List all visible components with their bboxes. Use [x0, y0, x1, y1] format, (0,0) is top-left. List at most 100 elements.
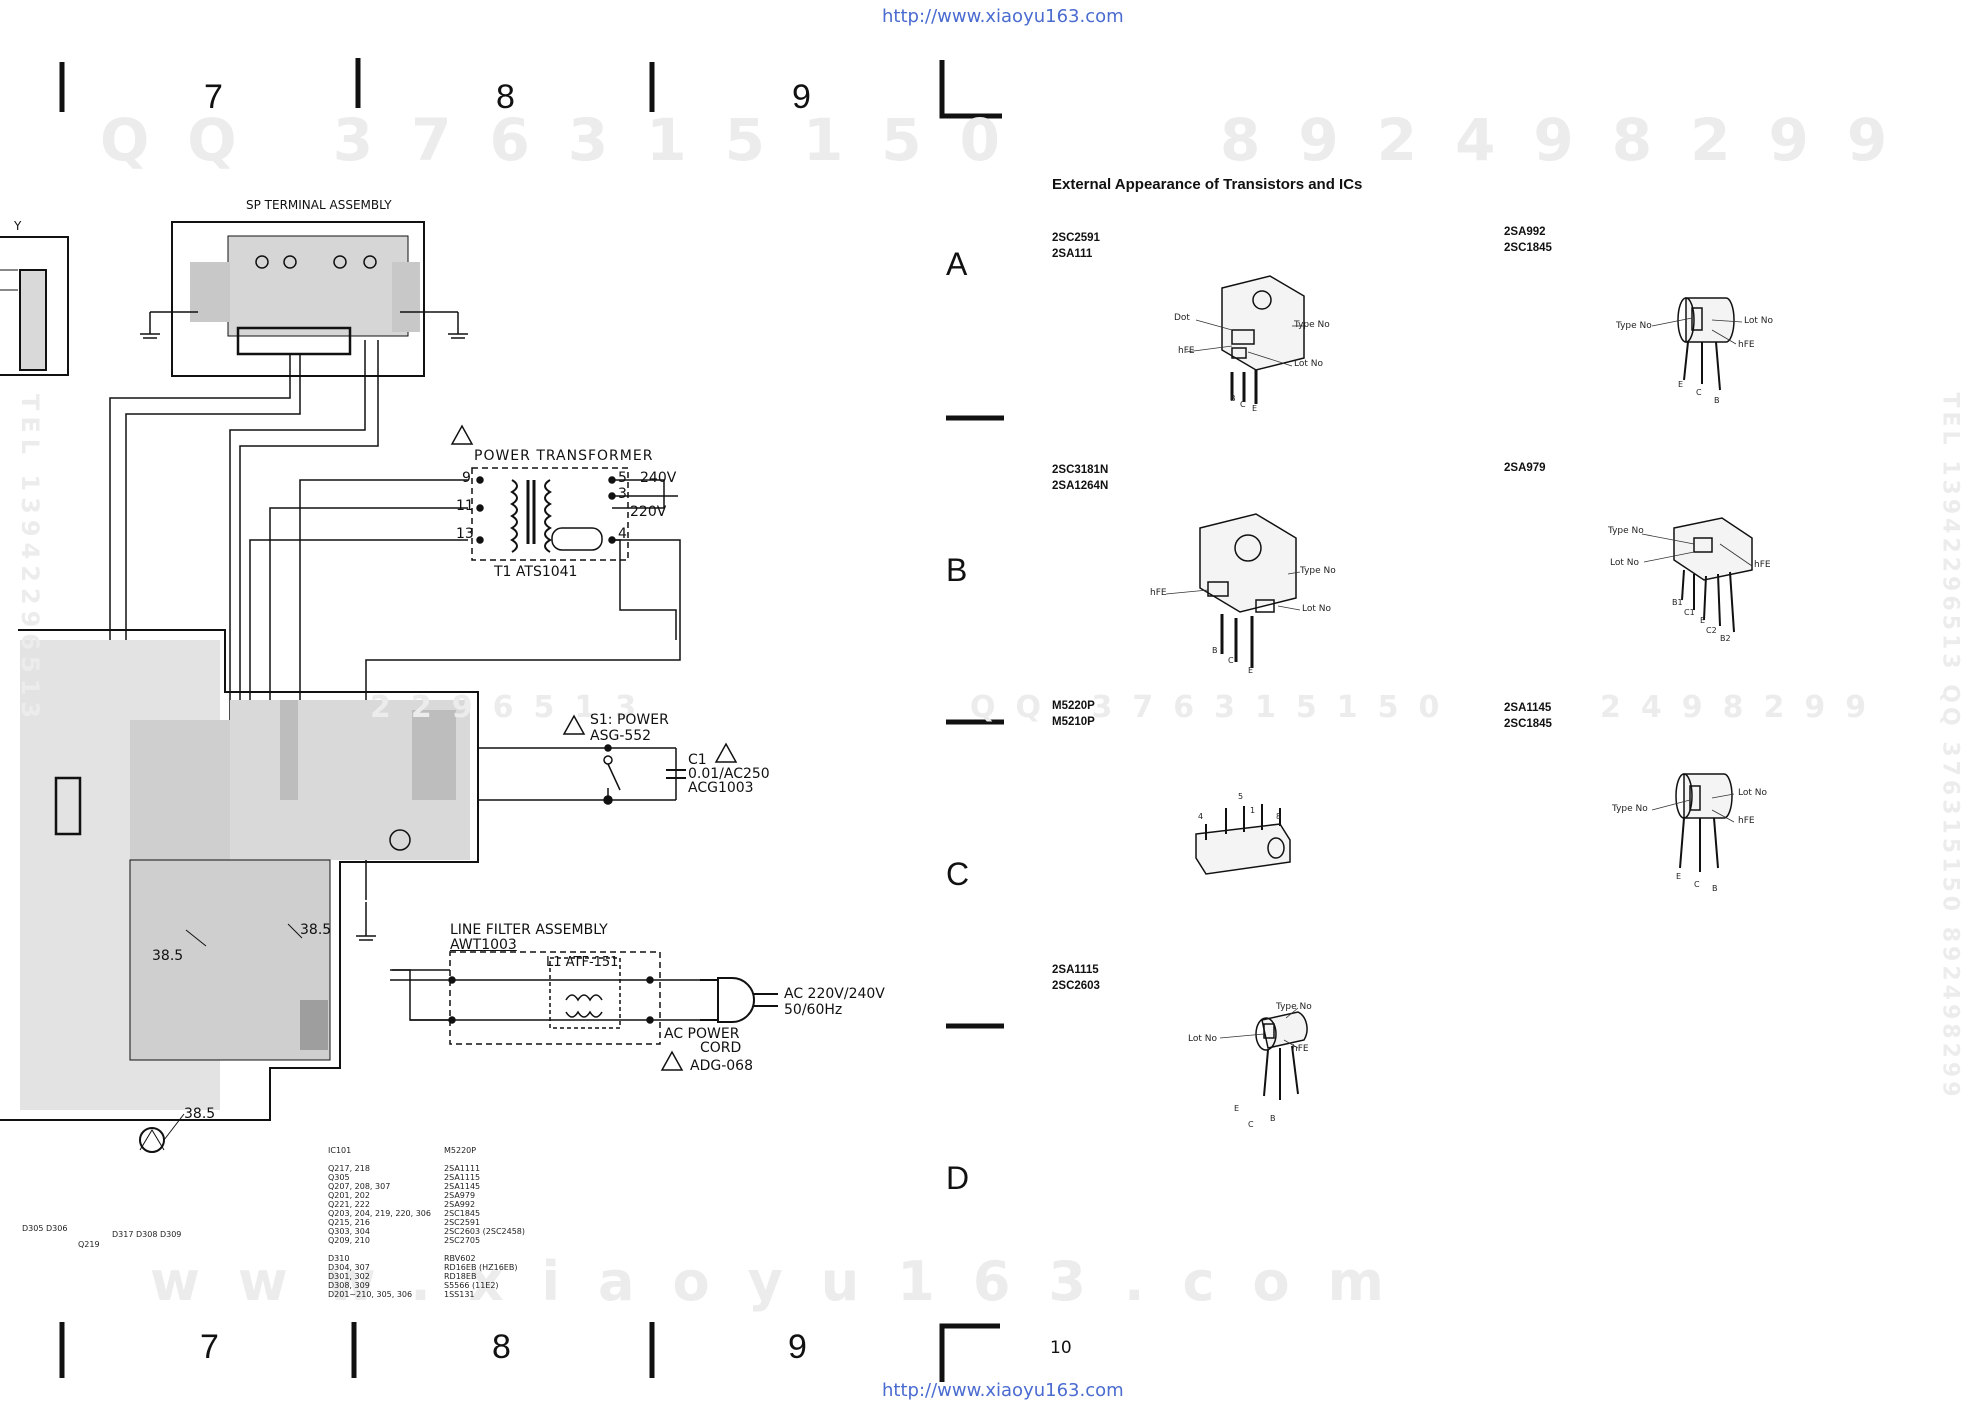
watermark-site: www.xiaoyu163.com: [150, 1250, 1422, 1313]
pin-c: C: [1696, 388, 1702, 397]
pin-4: 4: [1198, 812, 1204, 821]
to3p-package: [1199, 513, 1297, 668]
power-cord-line2: CORD: [700, 1040, 742, 1056]
pin-1: 1: [1250, 806, 1256, 815]
pin-e: E: [1678, 380, 1684, 389]
line-filter: [390, 951, 778, 1071]
line-filter-part: AWT1003: [450, 937, 517, 953]
label-lot-no: Lot No: [1188, 1034, 1217, 1044]
voltage-point-1: 38.5: [300, 922, 332, 938]
transformer-title: POWER TRANSFORMER: [474, 448, 654, 464]
pin-5: 5: [1238, 792, 1244, 801]
part-group-1: 2SC2591 2SA111: [1052, 230, 1100, 262]
to92-package-1: [1677, 297, 1735, 391]
cap-value: 0.01/AC250: [688, 766, 770, 782]
column-number-9: 9: [792, 78, 811, 116]
part-2sc3181n: 2SC3181N: [1052, 464, 1109, 476]
page-number: 10: [1050, 1338, 1072, 1358]
label-lot-no: Lot No: [1302, 604, 1331, 614]
to220-package: [1221, 275, 1305, 404]
part-group-4: 2SA979: [1504, 460, 1546, 476]
part-2sa1264n: 2SA1264N: [1052, 480, 1109, 492]
frame-markers: [59, 58, 1004, 1382]
pin-e: E: [1234, 1104, 1240, 1113]
part-2sa1145: 2SA1145: [1504, 702, 1552, 714]
pin-11: 11: [456, 498, 474, 514]
column-number-8: 8: [496, 78, 515, 116]
pin-b: B: [1714, 396, 1720, 405]
pin-3: 3: [618, 486, 627, 502]
pin-8: 8: [1276, 812, 1282, 821]
pin-c: C: [1694, 880, 1700, 889]
parts-legend-right: M5220P 2SA1111 2SA1115 2SA1145 2SA979 2S…: [444, 1146, 526, 1299]
pin-b: B: [1712, 884, 1718, 893]
sp-terminal-board: [140, 221, 468, 377]
label-type-no: Type No: [1294, 320, 1330, 330]
cap-label: C1: [688, 752, 707, 768]
column-number-7: 7: [204, 78, 223, 116]
ac-input-frequency: 50/60Hz: [784, 1002, 843, 1018]
pin-b1: B1: [1672, 598, 1683, 607]
label-type-no: Type No: [1612, 804, 1648, 814]
label-hfe: hFE: [1738, 340, 1755, 350]
label-hfe: hFE: [1178, 346, 1195, 356]
part-2sa1115: 2SA1115: [1052, 964, 1099, 976]
pin-5: 5: [618, 470, 627, 486]
transformer-part: T1 ATS1041: [494, 564, 578, 580]
pin-c1: C1: [1684, 608, 1695, 617]
part-2sa992: 2SA992: [1504, 226, 1546, 238]
cap-part: ACG1003: [688, 780, 754, 796]
bottom-ref-d317: D317 D308 D309: [112, 1230, 182, 1239]
part-2sc1845-b: 2SC1845: [1504, 718, 1552, 730]
label-lot-no: Lot No: [1738, 788, 1767, 798]
main-amp-board: [0, 629, 479, 1153]
sip-ic-package: [1195, 804, 1291, 875]
pin-c: C: [1240, 400, 1246, 409]
label-lot-no: Lot No: [1610, 558, 1639, 568]
source-url-top[interactable]: http://www.xiaoyu163.com: [882, 6, 1124, 27]
pin-e: E: [1252, 404, 1258, 413]
label-hfe: hFE: [1292, 1044, 1309, 1054]
row-letter-b: B: [946, 552, 968, 588]
pin-e: E: [1676, 872, 1682, 881]
watermark-phone: 892498299: [1220, 106, 1926, 174]
filter-inductor: L1 ATF-151: [546, 955, 619, 970]
bottom-ref-d305: D305 D306: [22, 1224, 68, 1233]
power-switch: [478, 714, 738, 805]
pin-13: 13: [456, 526, 474, 542]
row-letter-d: D: [946, 1160, 970, 1196]
column-number-7-bottom: 7: [200, 1328, 219, 1366]
label-hfe: hFE: [1738, 816, 1755, 826]
switch-label: S1: POWER: [590, 712, 669, 728]
watermark-tel-right: TEL 13942296513 QQ 376315150 892498299: [1937, 392, 1963, 1101]
switch-part: ASG-552: [590, 728, 652, 744]
column-number-9-bottom: 9: [788, 1328, 807, 1366]
part-group-3: 2SC3181N 2SA1264N: [1052, 462, 1108, 494]
pin-b2: B2: [1720, 634, 1731, 643]
label-type-no: Type No: [1276, 1002, 1312, 1012]
voltage-240: 240V: [640, 470, 677, 486]
part-2sa979: 2SA979: [1504, 462, 1546, 474]
part-2sa111: 2SA111: [1052, 248, 1093, 260]
sp-terminal-title: SP TERMINAL ASSEMBLY: [246, 198, 392, 212]
power-transformer: [450, 424, 678, 640]
line-filter-title: LINE FILTER ASSEMBLY: [450, 922, 608, 938]
pin-9: 9: [462, 470, 471, 486]
source-url-bottom[interactable]: http://www.xiaoyu163.com: [882, 1380, 1124, 1401]
watermark-qq-mid: QQ 376315150: [970, 690, 1460, 725]
label-type-no: Type No: [1616, 321, 1652, 331]
power-cord-line1: AC POWER: [664, 1026, 740, 1042]
part-2sc2603: 2SC2603: [1052, 980, 1100, 992]
pin-e: E: [1700, 616, 1706, 625]
pin-c: C: [1228, 656, 1234, 665]
pin-c2: C2: [1706, 626, 1717, 635]
pin-c: C: [1248, 1120, 1254, 1129]
pin-b: B: [1270, 1114, 1276, 1123]
column-number-8-bottom: 8: [492, 1328, 511, 1366]
to92l-package: [1255, 1011, 1308, 1100]
part-2sc1845: 2SC1845: [1504, 242, 1552, 254]
label-hfe: hFE: [1754, 560, 1771, 570]
part-group-7: 2SA1115 2SC2603: [1052, 962, 1100, 994]
leader-lines: [1165, 317, 1753, 1049]
